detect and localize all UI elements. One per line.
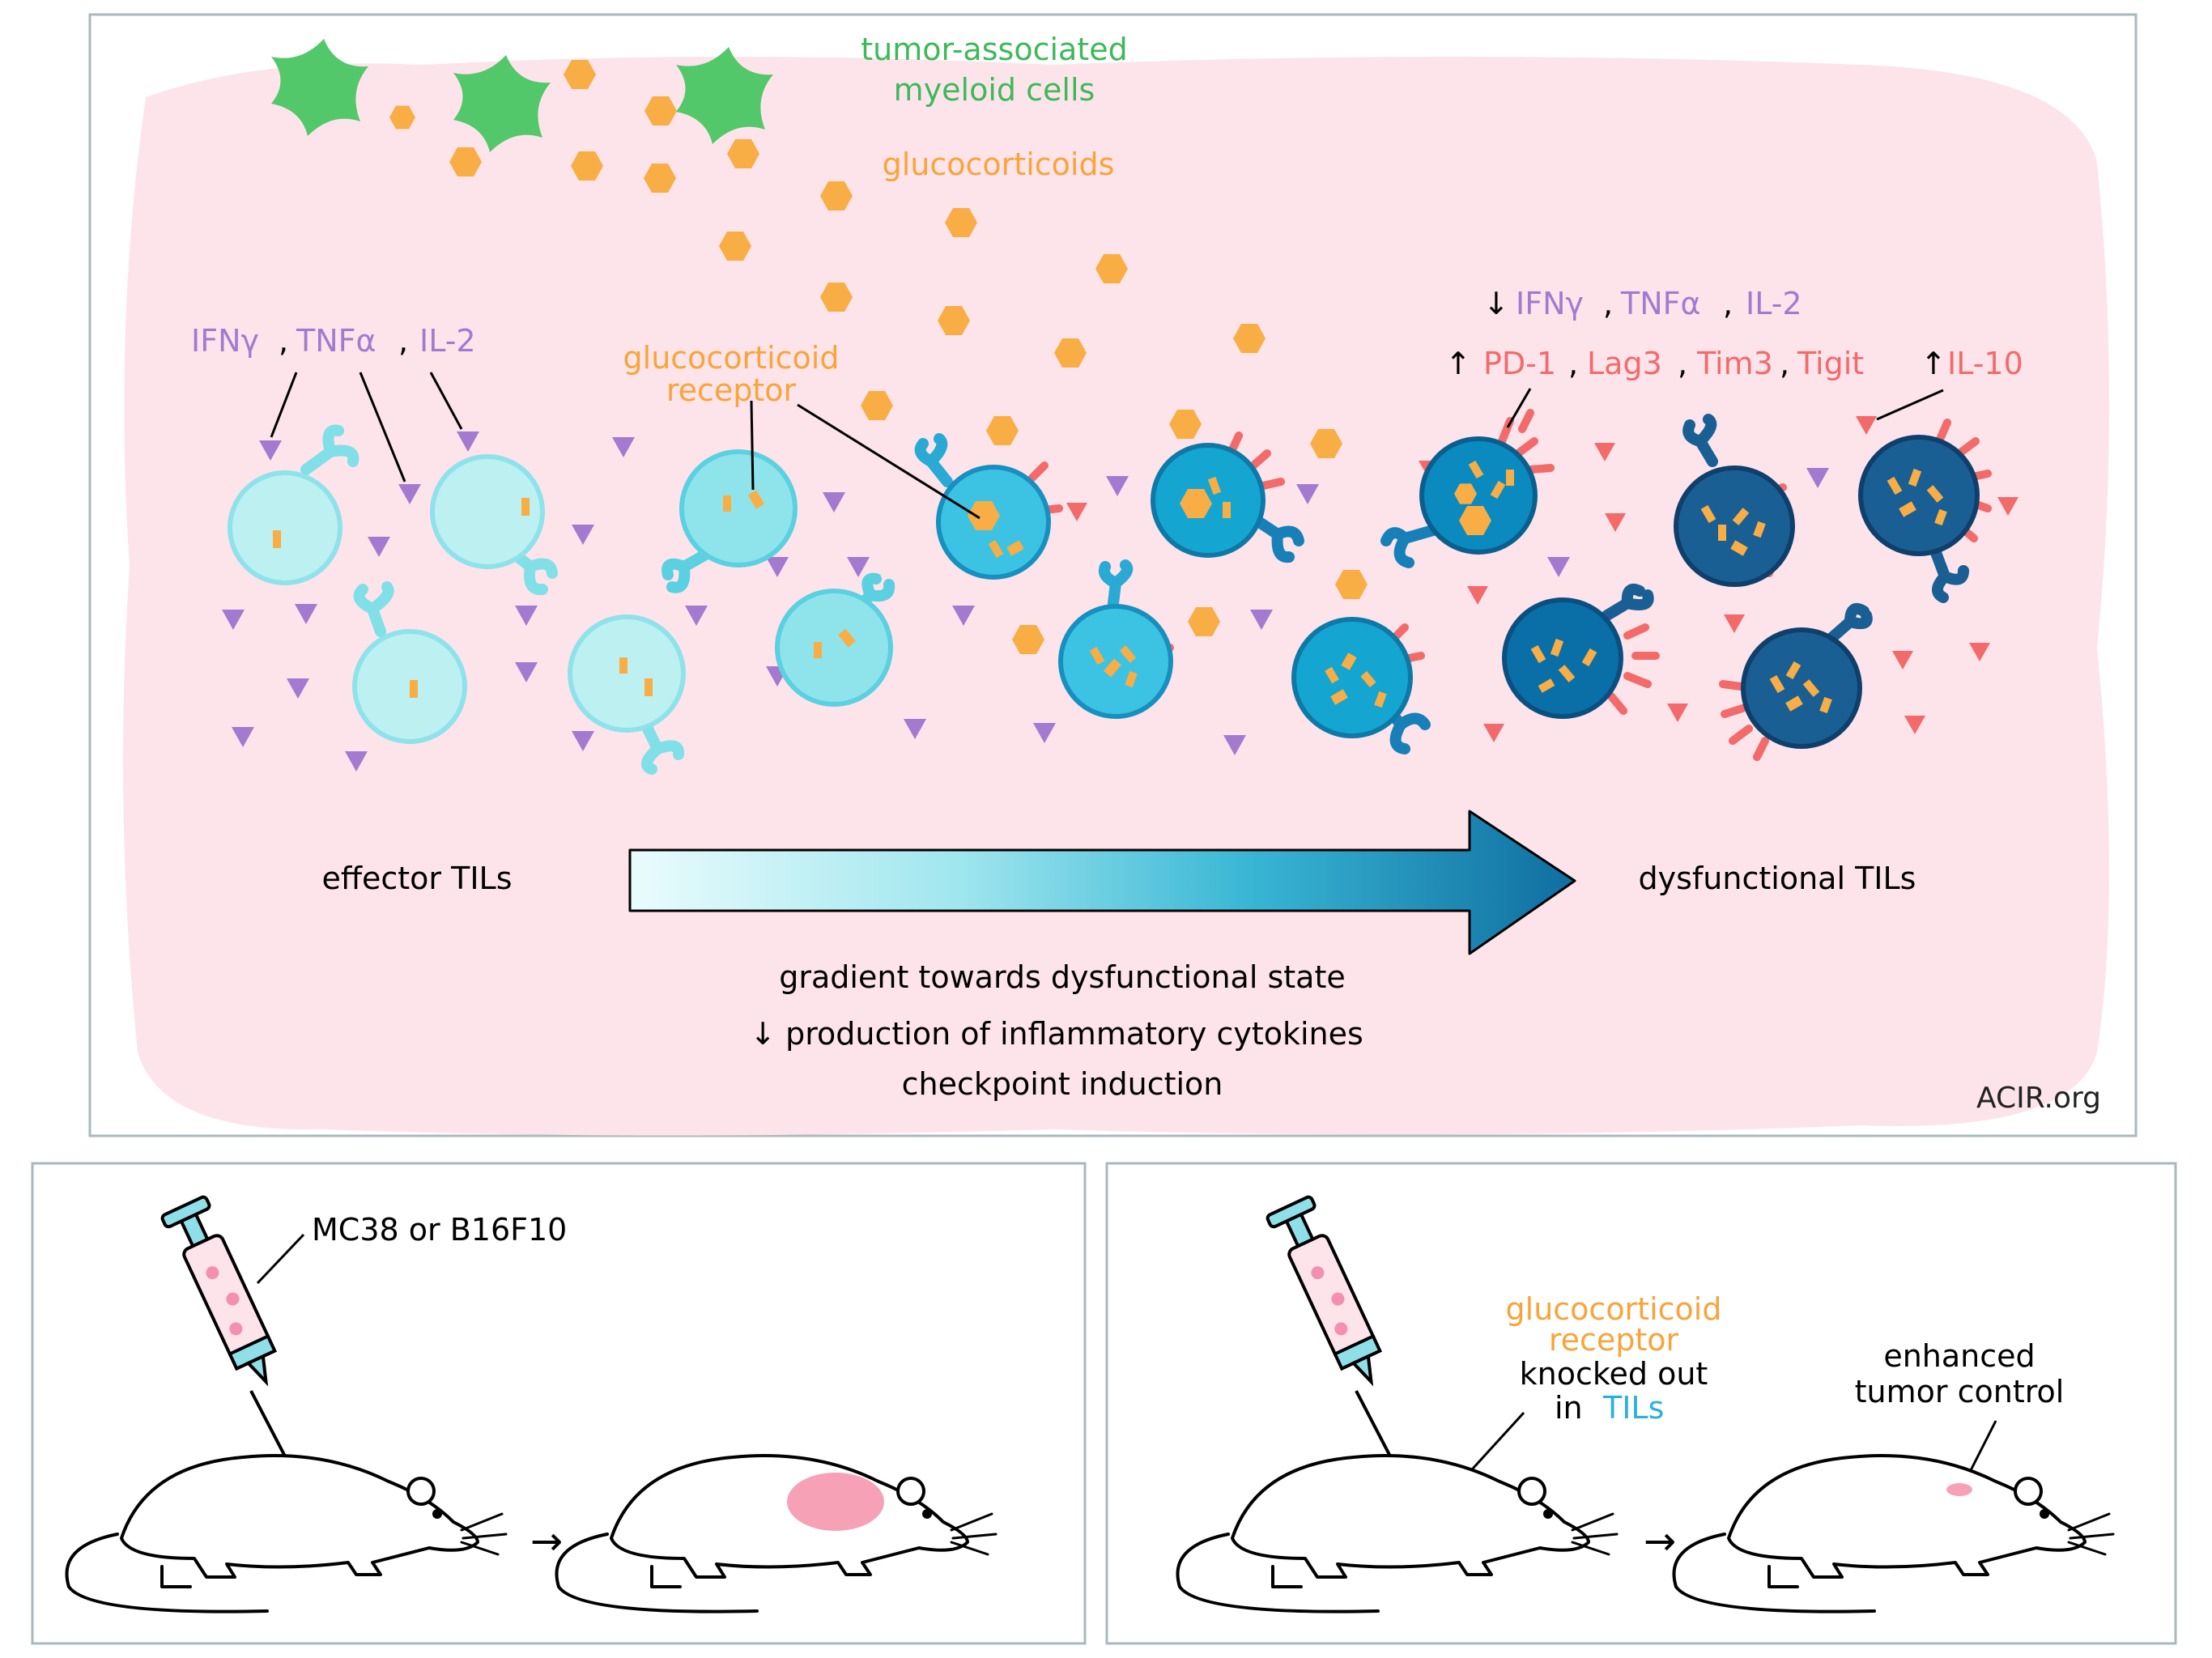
- checkpoint-lag3: Lag3: [1587, 346, 1662, 381]
- checkpoint-sep1: ,: [1568, 346, 1578, 381]
- il10-label: IL-10: [1947, 346, 2023, 381]
- left-cytokine-tnfa: TNFα: [296, 323, 376, 359]
- til-cells: [228, 409, 1992, 775]
- caption-line2: ↓ production of inflammatory cytokines: [750, 1016, 1363, 1052]
- mouse-ko-injected-icon: [1176, 1454, 1619, 1613]
- til-cell-effector: [228, 424, 359, 585]
- leader-lines: [270, 372, 1944, 520]
- glucocorticoids-label: glucocorticoids: [883, 147, 1115, 182]
- til-cell-dysfunctional: [1380, 409, 1555, 568]
- left-cytokine-sep1: ,: [279, 323, 288, 359]
- receptor-label-line2: receptor: [666, 372, 797, 408]
- large-tumor: [787, 1473, 884, 1531]
- ko-label-line2-tils: TILs: [1602, 1390, 1664, 1426]
- leader-line-checkpoints: [1506, 388, 1532, 428]
- injection-label: MC38 or B16F10: [312, 1212, 567, 1248]
- effector-tils-label: effector TILs: [321, 861, 512, 896]
- mouse-controlled-tumor-icon: [1672, 1454, 2115, 1613]
- syringe-left: [160, 1195, 295, 1473]
- gradient-arrow: [628, 810, 1576, 955]
- til-cell-intermediate: [775, 572, 895, 707]
- gr-label-line2: receptor: [1549, 1322, 1679, 1358]
- syringe-right: [1266, 1195, 1400, 1473]
- right-cytokine-sep1: ,: [1603, 286, 1613, 321]
- caption-line1: gradient towards dysfunctional state: [779, 959, 1345, 995]
- til-cell-transitioning: [1291, 617, 1431, 755]
- leader-line-receptor-cell7: [797, 403, 981, 520]
- til-cell-dysfunctional: [1674, 414, 1795, 587]
- il10-up-arrow: ↑: [1921, 346, 1946, 381]
- arrow-right-panel: →: [1644, 1519, 1676, 1564]
- caption-line3: checkpoint induction: [902, 1066, 1223, 1102]
- checkpoint-tigit: Tigit: [1797, 346, 1864, 381]
- mouse-before-icon: [65, 1454, 508, 1613]
- right-cytokine-sep2: ,: [1723, 286, 1733, 321]
- til-cell-dysfunctional: [1719, 603, 1873, 761]
- receptor-label-line1: glucocorticoid: [623, 340, 840, 376]
- til-cell-dysfunctional: [1858, 419, 1992, 603]
- checkpoint-tim3: Tim3: [1696, 346, 1773, 381]
- right-cytokine-ifng: IFNγ: [1516, 286, 1584, 321]
- myeloid-cell-icon: [271, 39, 368, 136]
- til-cell-intermediate: [661, 449, 798, 593]
- right-up-arrow: ↑: [1445, 346, 1471, 381]
- til-cell-dysfunctional: [1502, 584, 1660, 719]
- right-cytokine-tnfa: TNFα: [1620, 286, 1701, 321]
- leader-line-tnfa: [359, 372, 406, 483]
- leader-line-il10: [1876, 389, 1944, 421]
- til-cell-effector: [568, 614, 686, 775]
- leader-line-injection: [256, 1233, 305, 1285]
- checkpoint-sep3: ,: [1780, 346, 1789, 381]
- ko-label-line2-prefix: in: [1555, 1390, 1583, 1426]
- myeloid-cell-icon: [453, 55, 551, 152]
- outcome-line2: tumor control: [1855, 1374, 2065, 1409]
- left-cytokine-sep2: ,: [398, 323, 408, 359]
- left-cytokine-ifng: IFNγ: [191, 323, 259, 359]
- til-cell-transitioning: [1151, 432, 1304, 563]
- til-cell-effector: [430, 454, 558, 596]
- til-cell-effector: [352, 581, 467, 744]
- arrow-left-panel: →: [530, 1519, 563, 1564]
- leader-line-ifng: [270, 372, 298, 438]
- leader-line-il2: [429, 372, 463, 430]
- ko-label-line1: knocked out: [1520, 1356, 1708, 1392]
- small-tumor: [1946, 1483, 1972, 1496]
- right-down-arrow: ↓: [1483, 286, 1509, 321]
- checkpoint-sep2: ,: [1678, 346, 1687, 381]
- gr-label-line1: glucocorticoid: [1506, 1291, 1722, 1327]
- myeloid-cell-icon: [676, 47, 773, 144]
- checkpoint-pd1: PD-1: [1483, 346, 1556, 381]
- myeloid-label-line1: tumor-associated: [861, 32, 1127, 67]
- credit-label: ACIR.org: [1976, 1082, 2101, 1115]
- left-cytokine-il2: IL-2: [419, 323, 476, 359]
- til-cell-transitioning: [1058, 559, 1174, 719]
- dysfunctional-tils-label: dysfunctional TILs: [1639, 861, 1916, 896]
- outcome-line1: enhanced: [1883, 1338, 2035, 1374]
- myeloid-cells: [271, 39, 773, 152]
- leader-line-receptor-cell5: [750, 400, 755, 491]
- til-cell-transitioning: [914, 433, 1063, 580]
- right-cytokine-il2: IL-2: [1746, 286, 1802, 321]
- mouse-tumor-icon: [555, 1454, 998, 1613]
- myeloid-label-line2: myeloid cells: [894, 72, 1095, 108]
